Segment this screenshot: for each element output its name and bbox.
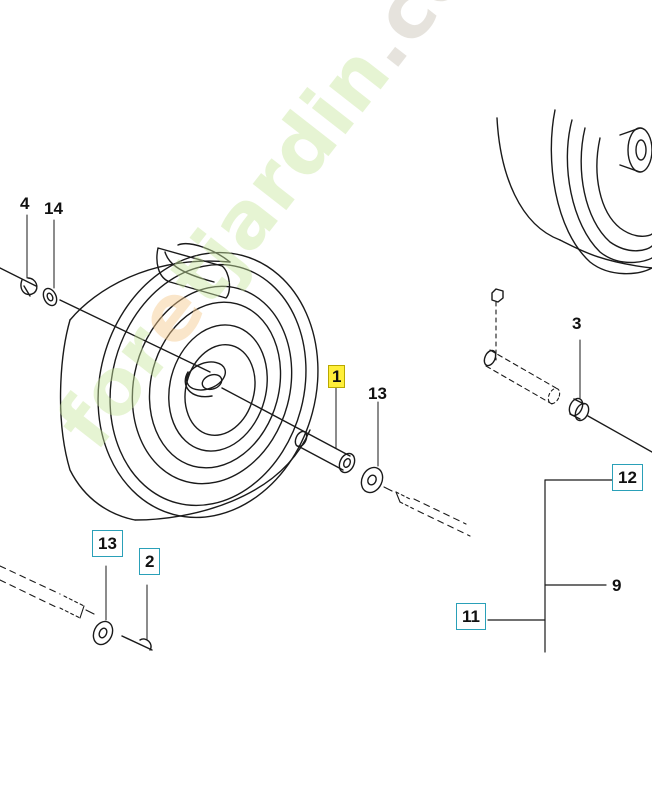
callout-13-lower[interactable]: 13 [92, 530, 123, 557]
callout-12[interactable]: 12 [612, 464, 643, 491]
right-axle-assembly [483, 288, 652, 453]
part-1-sleeve [294, 387, 356, 474]
partial-wheel-top-right [496, 109, 652, 275]
wheel-main [59, 243, 319, 521]
callout-1-highlighted[interactable]: 1 [328, 365, 346, 388]
callout-4[interactable]: 4 [20, 194, 30, 213]
part-4-clip [20, 214, 38, 297]
callout-11[interactable]: 11 [456, 603, 486, 630]
callout-13-upper[interactable]: 13 [368, 384, 387, 403]
lower-left-axle-assembly [0, 565, 153, 651]
part-13-washer-upper [360, 401, 384, 494]
callout-9[interactable]: 9 [612, 576, 622, 595]
callout-14[interactable]: 14 [44, 199, 63, 218]
part-14-washer [42, 219, 58, 307]
axle-stub-dashed-upper [383, 486, 471, 537]
assembly-leader-tree [487, 479, 615, 653]
axle-centerline-main [0, 267, 306, 433]
callout-3[interactable]: 3 [572, 314, 582, 333]
callout-2[interactable]: 2 [139, 548, 161, 575]
